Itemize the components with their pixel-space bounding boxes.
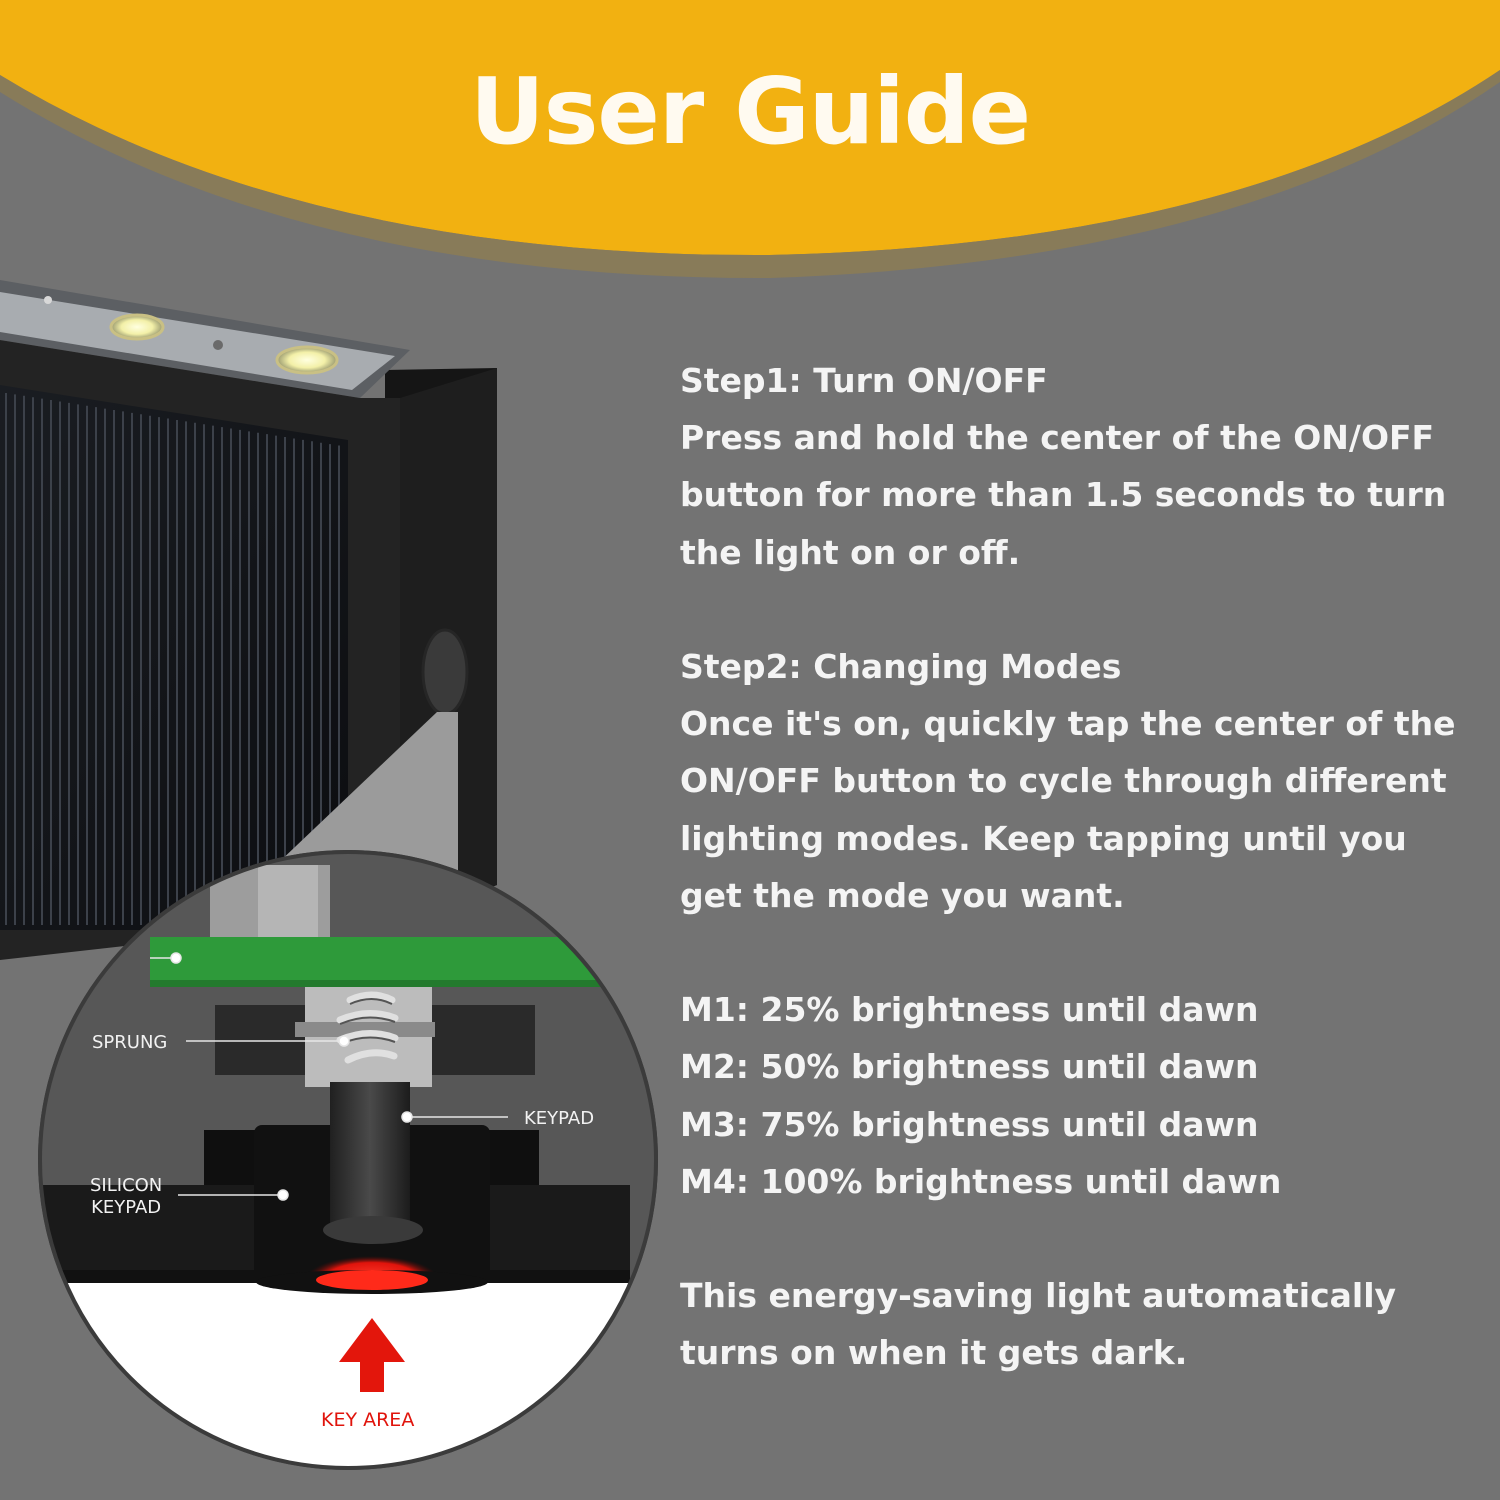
mode-item: M4: 100% brightness until dawn (680, 1161, 1282, 1201)
spring-icon (336, 991, 399, 1064)
note-line: This energy-saving light automatically (680, 1276, 1397, 1316)
mode-item: M3: 75% brightness until dawn (680, 1104, 1259, 1144)
note-line: turns on when it gets dark. (680, 1333, 1188, 1373)
step1-title: Step1: Turn ON/OFF (680, 361, 1048, 400)
magnified-button-diagram (38, 850, 658, 1470)
step2-line: lighting modes. Keep tapping until you (680, 818, 1407, 858)
step2-line: ON/OFF button to cycle through different (680, 761, 1447, 801)
header-banner (0, 0, 1500, 256)
silicon-label-line2: KEYPAD (91, 1197, 162, 1218)
step2-line: Once it's on, quickly tap the center of … (680, 704, 1456, 744)
mode-item: M2: 50% brightness until dawn (680, 1047, 1259, 1087)
led-icon (275, 345, 339, 375)
silicon-keypad-label: SILICON KEYPAD (90, 1175, 162, 1219)
step1-line: Press and hold the center of the ON/OFF (680, 418, 1435, 458)
keypad-label: KEYPAD (524, 1108, 595, 1129)
key-area-label: KEY AREA (321, 1409, 415, 1431)
pcb-pointer-dot (170, 952, 182, 964)
on-off-button[interactable] (421, 628, 469, 716)
up-arrow-icon (339, 1318, 405, 1392)
step1-line: the light on or off. (680, 532, 1021, 572)
pcb-board (150, 937, 655, 987)
keypad-pointer-dot (401, 1111, 413, 1123)
step2-line: get the mode you want. (680, 875, 1125, 915)
step2-title: Step2: Changing Modes (680, 647, 1122, 686)
page-title: User Guide (469, 58, 1031, 165)
mode-item: M1: 25% brightness until dawn (680, 990, 1259, 1030)
silicon-pointer-dot (277, 1189, 289, 1201)
silicon-label-line1: SILICON (90, 1175, 163, 1196)
led-icon (109, 313, 165, 341)
guide-text: Step1: Turn ON/OFF Press and hold the ce… (680, 352, 1480, 1382)
sprung-label: SPRUNG (92, 1032, 168, 1053)
sprung-pointer-dot (338, 1035, 350, 1047)
banner-shadow (0, 70, 1500, 279)
step1-line: button for more than 1.5 seconds to turn (680, 475, 1447, 515)
